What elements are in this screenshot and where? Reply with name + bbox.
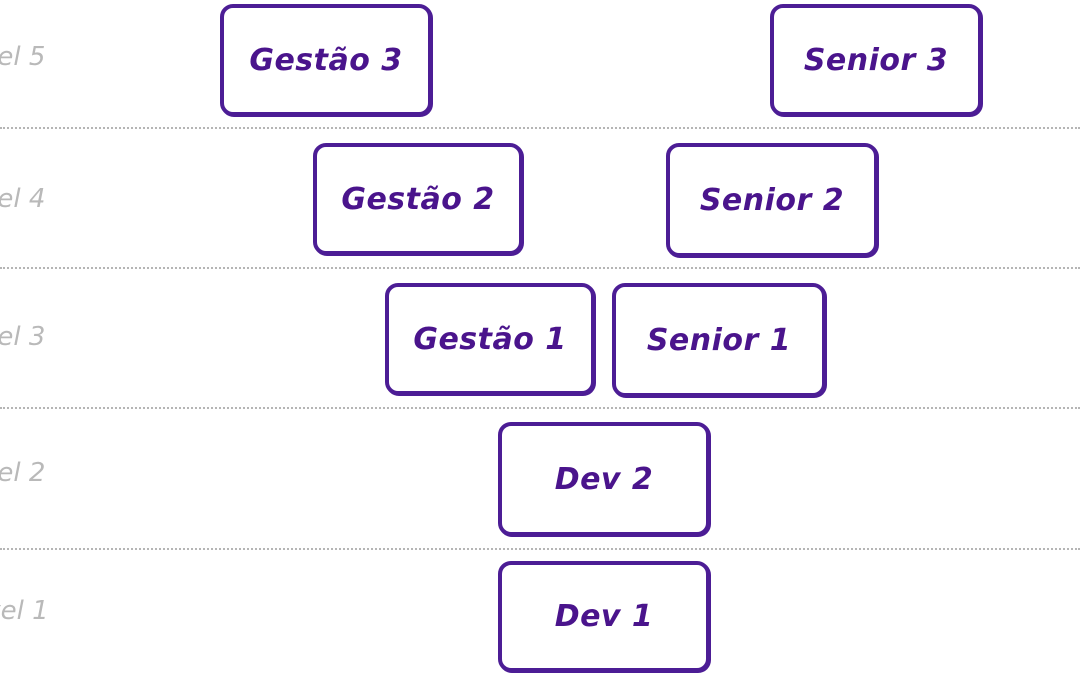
gestao-1-box: Gestão 1 <box>385 283 595 395</box>
senior-1-box: Senior 1 <box>612 283 826 397</box>
level-divider <box>0 267 1080 269</box>
gestao-3-label: Gestão 3 <box>249 42 403 78</box>
gestao-2-label: Gestão 2 <box>341 181 495 217</box>
senior-2-box: Senior 2 <box>666 143 878 257</box>
level-2-label: vel 2 <box>0 458 46 488</box>
level-3-label: vel 3 <box>0 322 46 352</box>
level-divider <box>0 548 1080 550</box>
level-1-label: ível 1 <box>0 596 49 626</box>
gestao-2-box: Gestão 2 <box>313 143 523 255</box>
gestao-1-label: Gestão 1 <box>413 321 567 357</box>
senior-1-label: Senior 1 <box>646 322 792 358</box>
gestao-3-box: Gestão 3 <box>220 4 432 116</box>
dev-2-label: Dev 2 <box>554 461 654 497</box>
level-4-label: vel 4 <box>0 184 46 214</box>
senior-2-label: Senior 2 <box>699 182 845 218</box>
level-divider <box>0 127 1080 129</box>
level-5-label: vel 5 <box>0 42 46 72</box>
senior-3-label: Senior 3 <box>803 42 949 78</box>
dev-1-box: Dev 1 <box>498 561 710 672</box>
dev-2-box: Dev 2 <box>498 422 710 536</box>
senior-3-box: Senior 3 <box>770 4 982 116</box>
dev-1-label: Dev 1 <box>554 599 654 634</box>
level-divider <box>0 407 1080 409</box>
